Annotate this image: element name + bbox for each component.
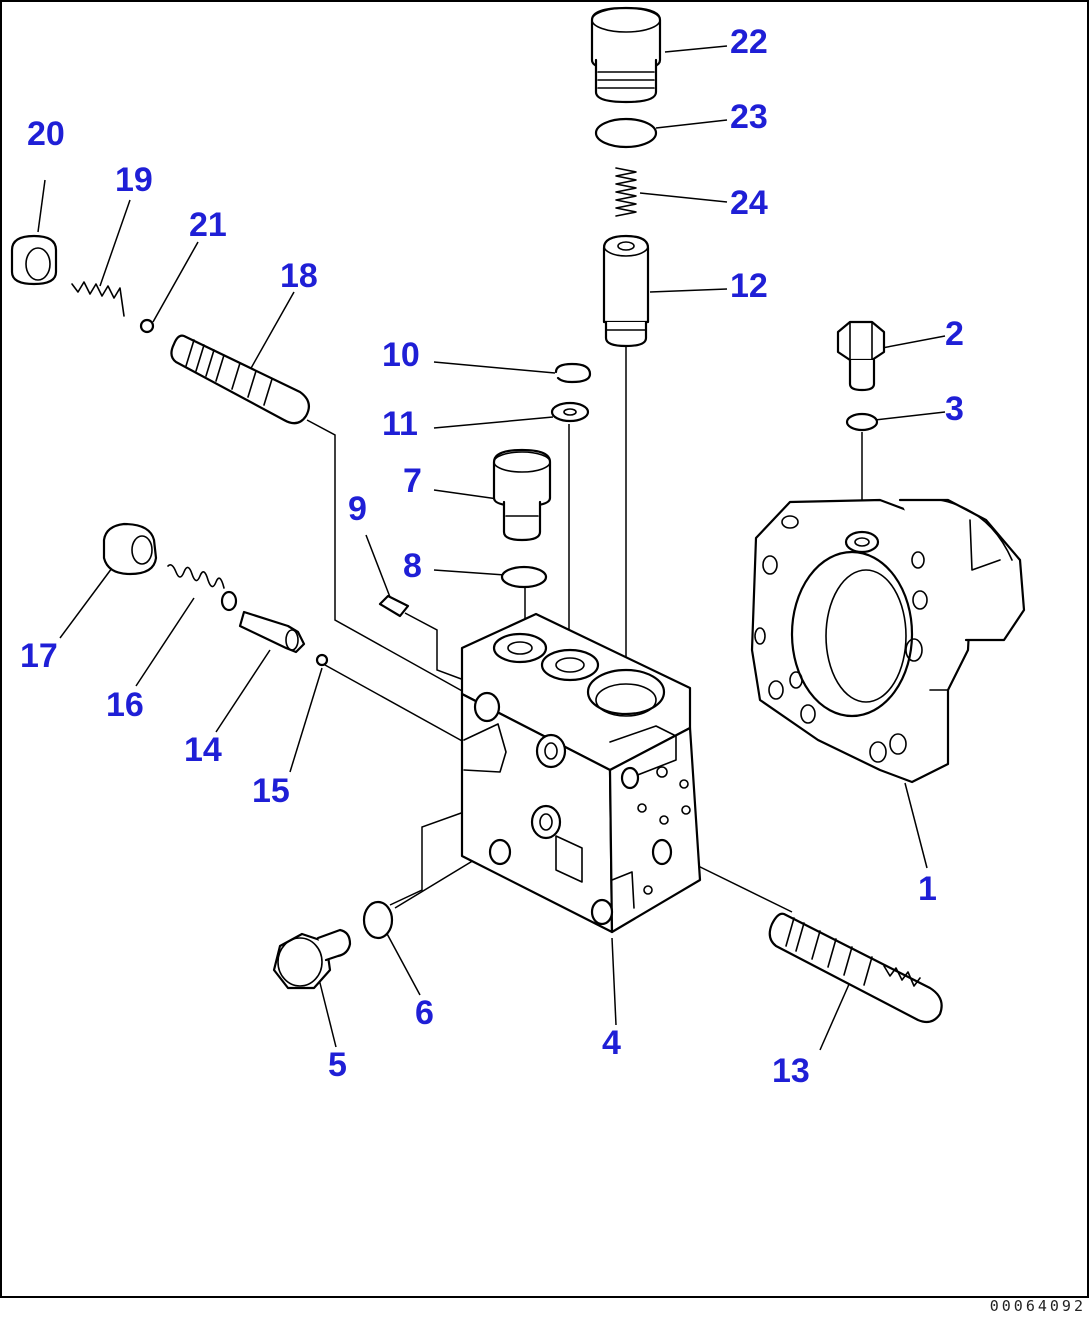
- callout-12: 12: [730, 267, 768, 305]
- part-6-o-ring: [362, 900, 394, 940]
- callout-19: 19: [115, 161, 153, 199]
- callout-2: 2: [945, 315, 964, 353]
- callout-8: 8: [403, 547, 422, 585]
- callout-14: 14: [184, 731, 222, 769]
- callout-1: 1: [918, 870, 937, 908]
- callout-22: 22: [730, 23, 768, 61]
- callout-24: 24: [730, 184, 768, 222]
- part-9-pin: [378, 594, 410, 618]
- part-15-ball: [315, 653, 329, 667]
- part-3-washer: [845, 412, 879, 432]
- part-24-spring: [615, 167, 637, 217]
- part-4-valve-body: [460, 612, 702, 934]
- callout-labels: 22 23 24 12 2 3 10 11 7 9 8 20 19 21 18 …: [20, 23, 964, 1090]
- callout-7: 7: [403, 462, 422, 500]
- part-14-piston: [238, 610, 306, 654]
- part-19-spring: [71, 281, 125, 317]
- callout-21: 21: [189, 206, 227, 244]
- part-11-washer: [550, 401, 590, 423]
- part-5-plug: [272, 928, 352, 990]
- part-7-plug: [492, 448, 552, 542]
- callout-18: 18: [280, 257, 318, 295]
- callout-9: 9: [348, 490, 367, 528]
- part-13-spool: [768, 912, 943, 1024]
- callout-10: 10: [382, 336, 420, 374]
- leader-lines: [37, 45, 946, 1051]
- document-number: 00064092: [990, 1297, 1086, 1315]
- callout-20: 20: [27, 115, 65, 153]
- callout-16: 16: [106, 686, 144, 724]
- part-18-spool: [170, 334, 311, 425]
- part-23-o-ring: [594, 117, 658, 149]
- part-1-housing: [750, 498, 1026, 784]
- callout-15: 15: [252, 772, 290, 810]
- part-2-bolt: [836, 320, 886, 392]
- part-22-cap: [590, 6, 662, 104]
- part-8-o-ring: [500, 565, 548, 589]
- callout-17: 17: [20, 637, 58, 675]
- callout-3: 3: [945, 390, 964, 428]
- callout-5: 5: [328, 1046, 347, 1084]
- part-10-snap-ring: [554, 362, 592, 384]
- callout-11: 11: [382, 405, 418, 443]
- callout-13: 13: [772, 1052, 810, 1090]
- part-17-cap: [102, 522, 158, 576]
- part-12-poppet: [602, 234, 650, 348]
- callout-23: 23: [730, 98, 768, 136]
- callout-6: 6: [415, 994, 434, 1032]
- part-20-cap: [10, 234, 58, 286]
- part-16-spring: [167, 564, 238, 612]
- part-21-ball: [139, 318, 155, 334]
- callout-4: 4: [602, 1024, 621, 1062]
